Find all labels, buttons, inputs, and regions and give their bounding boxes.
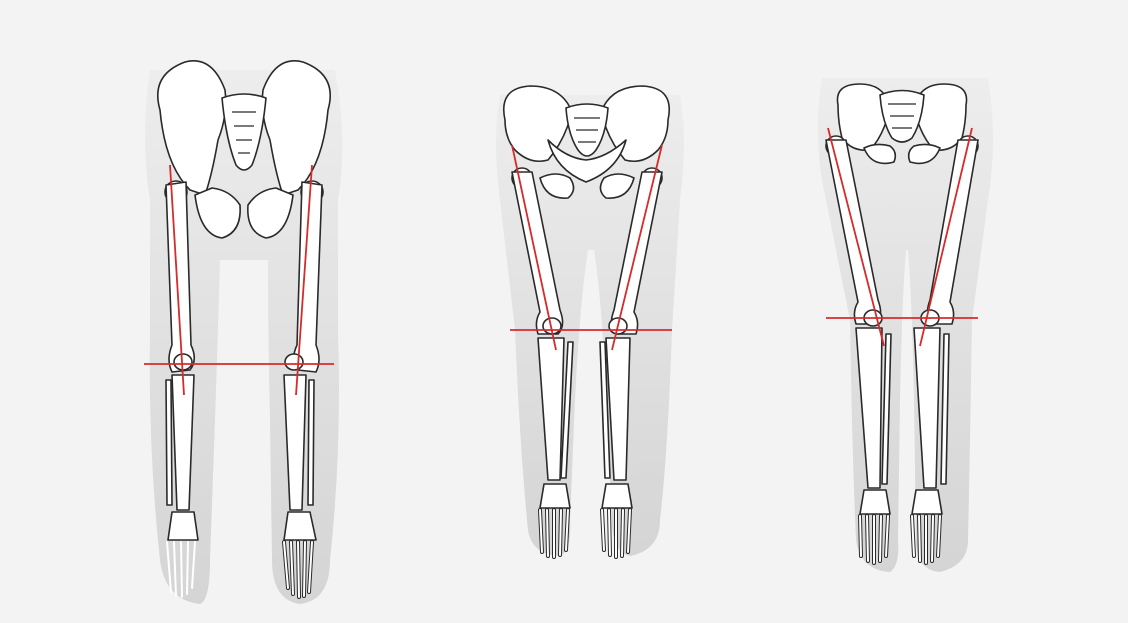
axis-lines — [826, 127, 978, 347]
pelvis — [503, 85, 670, 199]
axis-lines — [144, 164, 334, 396]
left-fibula — [560, 341, 574, 479]
right-femoral-axis — [919, 127, 973, 347]
right-tibia — [913, 327, 941, 489]
left-foot — [858, 489, 891, 565]
axis-lines — [510, 144, 672, 351]
panel-narrow-stance — [817, 78, 993, 572]
right-foot — [282, 511, 317, 599]
right-patella — [284, 353, 304, 371]
right-iliac-wing — [261, 60, 332, 196]
left-tibia — [171, 374, 195, 511]
left-foot — [538, 483, 571, 559]
right-leg — [910, 135, 979, 565]
right-ischium — [247, 187, 294, 239]
left-tibia — [537, 337, 565, 481]
left-iliac-wing — [836, 83, 891, 152]
pelvis — [836, 83, 968, 165]
panel-normal-stance — [496, 85, 684, 559]
left-fibula — [165, 379, 173, 506]
left-tibia — [855, 327, 883, 489]
right-fibula — [307, 379, 315, 506]
left-femoral-axis — [827, 127, 885, 347]
right-iliac-wing — [913, 83, 968, 152]
left-femoral-axis — [169, 164, 185, 396]
left-leg — [511, 167, 574, 559]
left-ischium — [194, 187, 241, 239]
left-fibula — [881, 333, 892, 485]
right-fibula — [940, 333, 950, 485]
right-fibula — [599, 341, 611, 479]
left-femur — [511, 171, 564, 335]
right-obturator — [907, 143, 941, 165]
left-obturator — [863, 143, 897, 165]
right-obturator — [599, 173, 635, 199]
pelvis — [156, 60, 332, 239]
right-femoral-axis — [295, 164, 313, 396]
left-femoral-axis — [511, 144, 557, 351]
left-obturator — [539, 173, 575, 199]
left-foot — [166, 511, 199, 598]
right-foot — [910, 489, 943, 565]
right-femoral-axis — [611, 144, 663, 351]
right-leg — [599, 167, 663, 559]
panel-wide-stance — [144, 60, 343, 604]
right-tibia — [605, 337, 631, 481]
sacrum — [221, 93, 267, 171]
left-iliac-wing — [156, 60, 227, 196]
right-foot — [600, 483, 633, 559]
right-tibia — [283, 374, 307, 511]
pelvic-inlet — [547, 139, 627, 183]
right-iliac-wing — [600, 85, 670, 163]
left-leg — [164, 180, 199, 598]
